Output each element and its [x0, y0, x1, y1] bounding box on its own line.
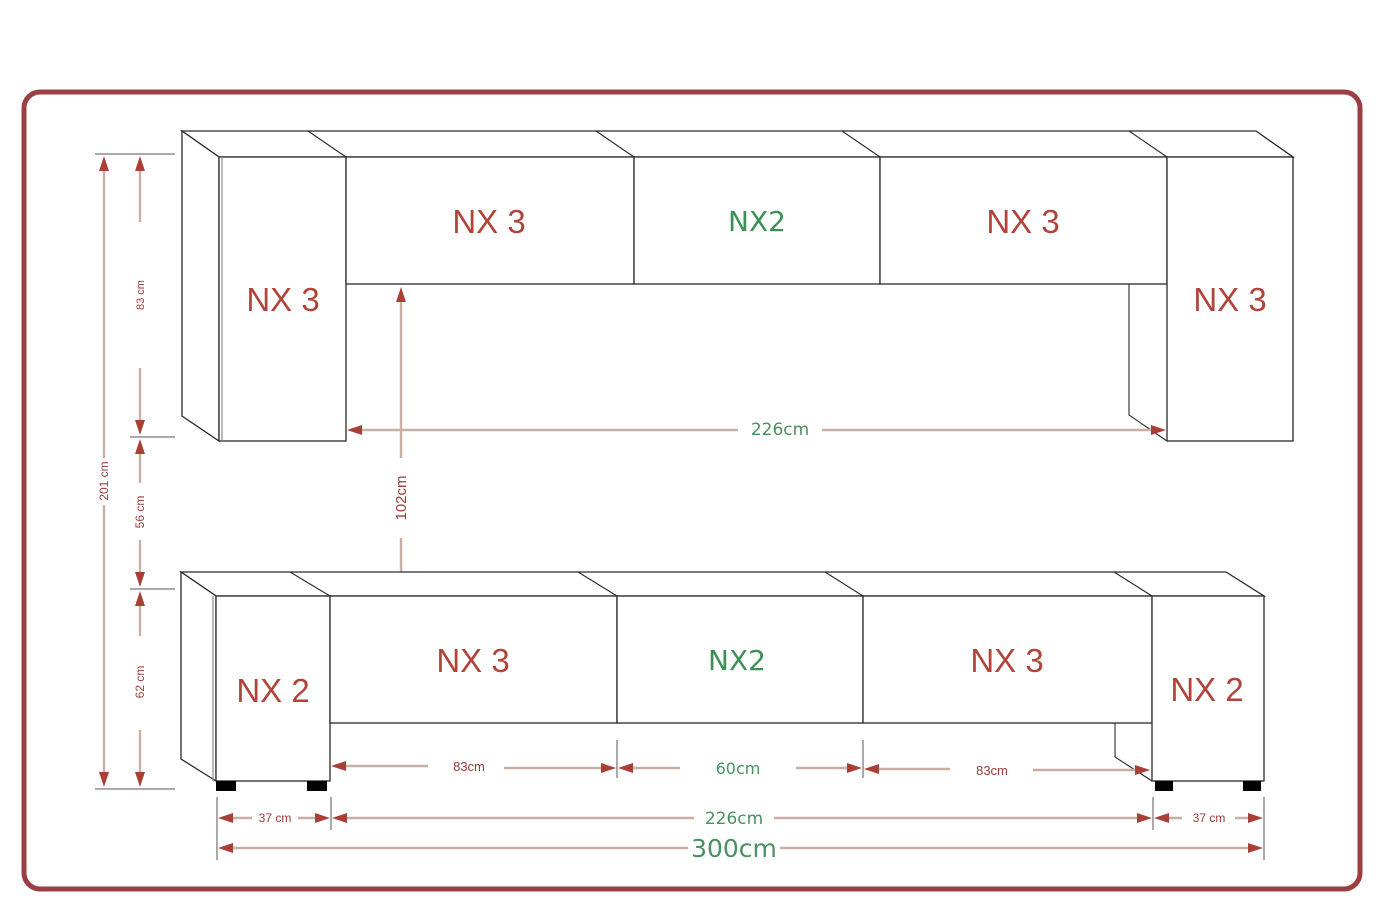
arrow-up-icon [135, 439, 145, 454]
upper-unit: NX 3 NX 3 NX2 NX 3 NX 3 [179, 129, 1296, 443]
module-label: NX2 [728, 205, 786, 238]
dimension-label: 83cm [976, 763, 1008, 778]
dimension-label: 83cm [453, 759, 485, 774]
module-label: NX 3 [1193, 281, 1266, 318]
arrow-up-icon [135, 591, 145, 606]
dimension-label: 37 cm [259, 811, 292, 825]
lower-top-divider [824, 571, 864, 597]
lower-left-side [180, 570, 217, 783]
module-lower-right-cabinet [1151, 595, 1265, 782]
arrow-left-icon [218, 843, 233, 853]
gap-dimension: 102cm [393, 287, 410, 594]
upper-top-divider [595, 130, 635, 158]
arrow-right-icon [1248, 843, 1263, 853]
module-label: NX 2 [1170, 671, 1243, 708]
module-upper-hanging-2 [633, 156, 881, 285]
arrow-down-icon [135, 572, 145, 587]
lower-unit: NX 2 NX 3 NX2 NX 3 NX 2 [178, 570, 1267, 791]
module-label: NX 3 [986, 203, 1059, 240]
lower-segment-dimensions: 83cm 60cm 83cm [331, 740, 1150, 778]
dimension-label: 300cm [691, 834, 777, 863]
upper-top-divider [1128, 130, 1168, 158]
dimension-label: 62 cm [133, 666, 147, 699]
module-label: NX 3 [436, 642, 509, 679]
upper-left-side [181, 129, 220, 443]
upper-top-surface [179, 130, 1296, 158]
module-lower-drawer-2 [616, 595, 864, 724]
lower-top-surface [178, 571, 1267, 597]
dimension-label: 60cm [716, 759, 761, 778]
arrow-left-icon [347, 425, 362, 435]
arrow-right-icon [601, 763, 616, 773]
dimension-label: 226cm [705, 809, 763, 829]
arrow-right-icon [1248, 813, 1263, 823]
foot [307, 781, 327, 791]
bottom-width-dimensions: 37 cm 226cm 37 cm 300cm [216, 797, 1265, 863]
arrow-down-icon [135, 420, 145, 435]
module-label: NX 3 [970, 642, 1043, 679]
module-label: NX2 [708, 644, 766, 677]
module-label: NX 2 [236, 672, 309, 709]
arrow-up-icon [135, 156, 145, 171]
module-lower-drawer-3 [862, 595, 1153, 724]
dimension-label: 37 cm [1193, 811, 1226, 825]
module-upper-left-tall [218, 156, 347, 442]
arrow-down-icon [99, 772, 109, 787]
module-upper-right-tall [1166, 156, 1294, 442]
module-upper-hanging-1 [345, 156, 635, 285]
lower-top-divider [1113, 571, 1153, 597]
arrow-left-icon [1154, 813, 1169, 823]
upper-top-divider [841, 130, 881, 158]
arrow-left-icon [618, 763, 633, 773]
lower-top-divider [289, 571, 331, 597]
foot [1155, 781, 1173, 791]
arrow-right-icon [1151, 425, 1166, 435]
dimension-label: 201 cm [97, 461, 111, 500]
arrow-right-icon [847, 763, 862, 773]
arrow-up-icon [99, 156, 109, 171]
dimension-label: 102cm [393, 475, 410, 520]
arrow-right-icon [1137, 813, 1152, 823]
module-label: NX 3 [452, 203, 525, 240]
arrow-left-icon [218, 813, 233, 823]
dimension-label: 226cm [751, 420, 809, 440]
diagram-frame [21, 89, 1363, 892]
arrow-left-icon [864, 764, 879, 774]
upper-right-inner-side [1128, 284, 1168, 442]
arrow-up-icon [396, 287, 406, 302]
arrow-right-icon [1135, 765, 1150, 775]
foot [216, 781, 236, 791]
module-lower-drawer-1 [329, 595, 618, 724]
module-lower-left-cabinet [215, 595, 331, 782]
foot [1243, 781, 1261, 791]
arrow-down-icon [135, 772, 145, 787]
lower-top-divider [577, 571, 618, 597]
arrow-left-icon [331, 761, 346, 771]
dimension-label: 83 cm [135, 280, 147, 310]
lower-right-inner-side [1114, 723, 1153, 782]
dimension-label: 56 cm [133, 496, 147, 529]
module-label: NX 3 [246, 281, 319, 318]
arrow-left-icon [332, 813, 347, 823]
arrow-right-icon [315, 813, 330, 823]
upper-width-dimension: 226cm [347, 420, 1166, 440]
upper-top-divider [307, 130, 347, 158]
vertical-dimensions: 201 cm 83 cm 56 cm 62 cm [95, 153, 175, 790]
